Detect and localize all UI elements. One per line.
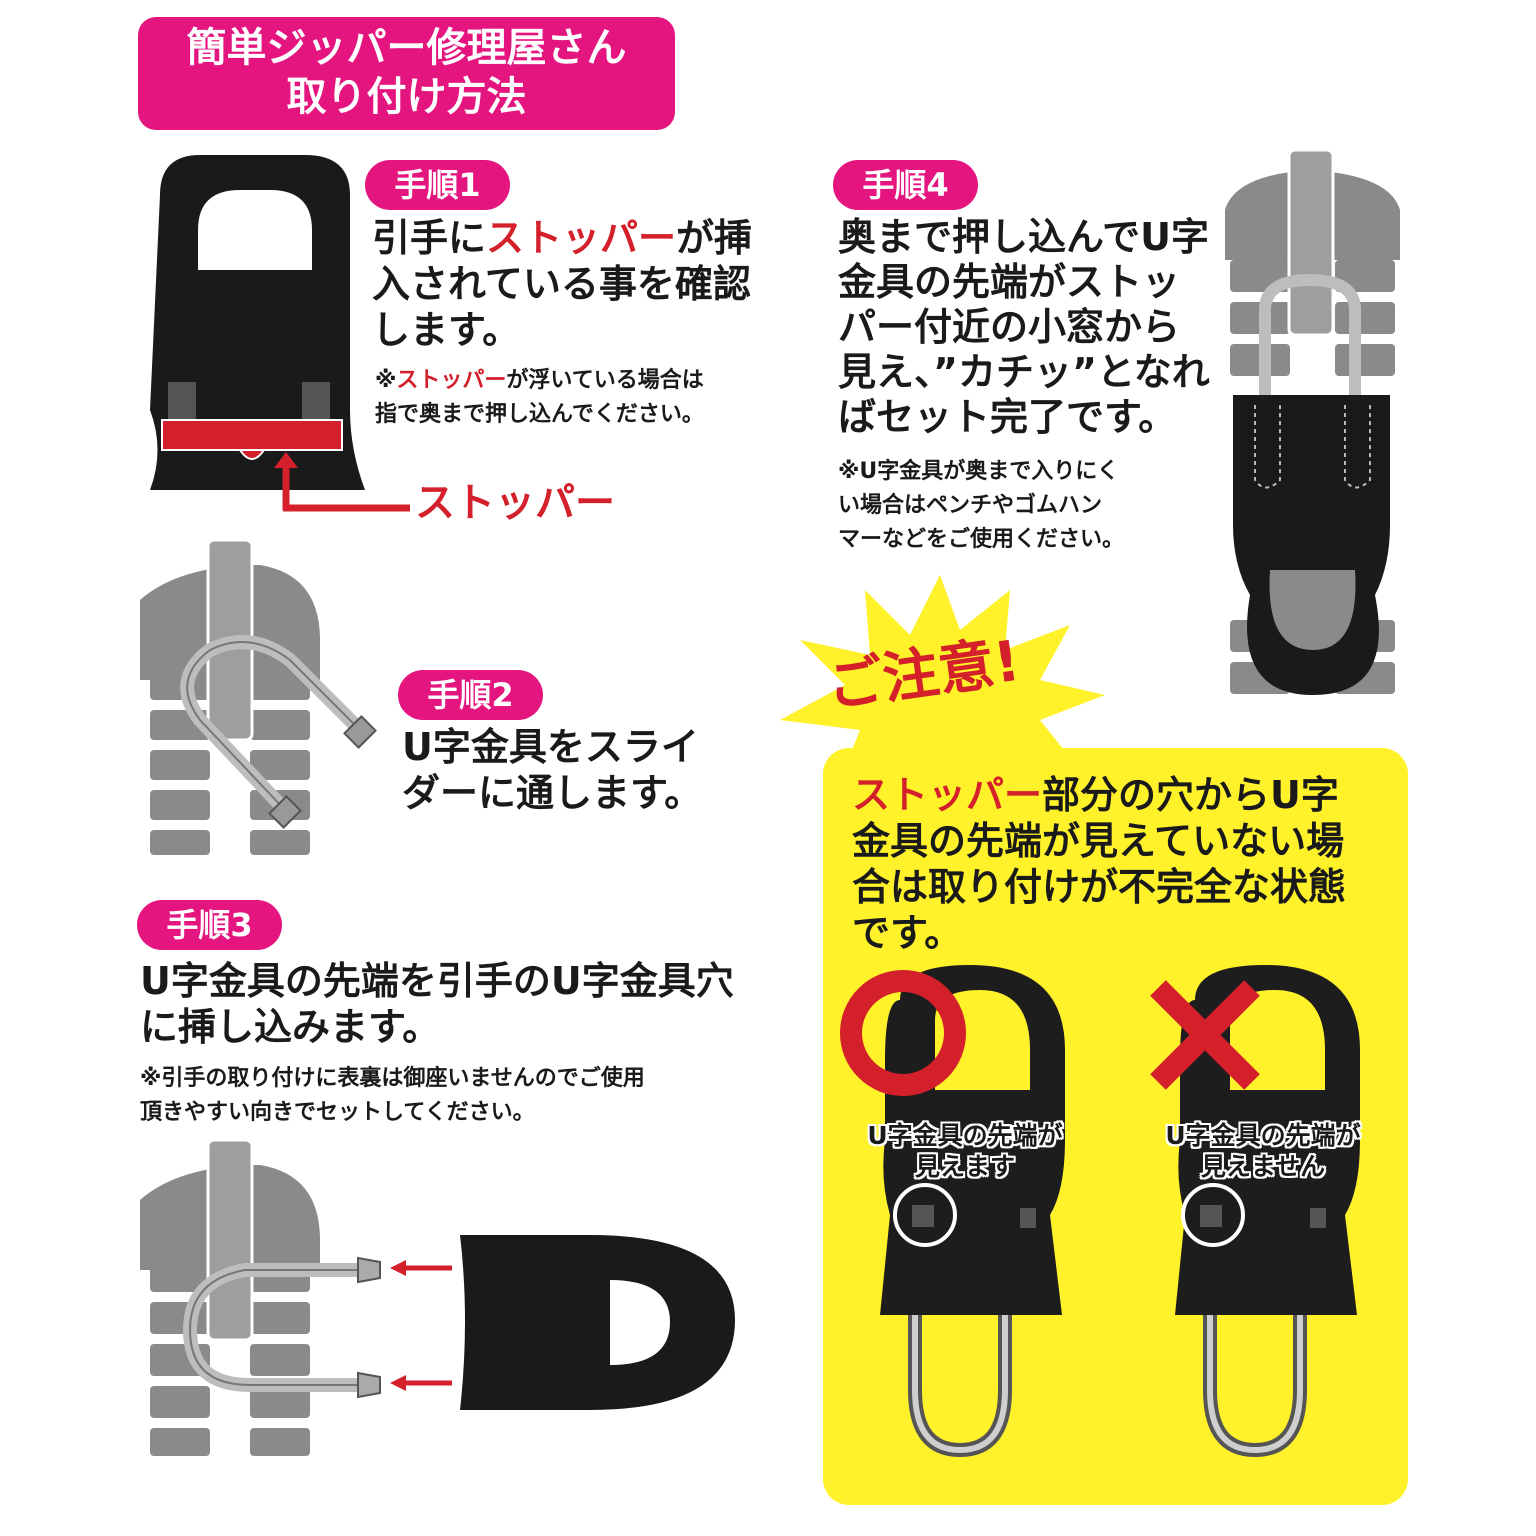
step1-note: ※ストッパーが浮いている場合は 指で奥まで押し込んでください。 [375,364,704,432]
step1-badge: 手順1 [365,160,510,210]
step3-line-1: U字金具の先端を引手のU字金具穴 [140,959,734,1003]
step3-badge: 手順3 [137,900,282,950]
stopper-label: ストッパー [415,480,615,526]
step2-text: U字金具をスライ ダーに通します。 [402,724,702,816]
step3-text: U字金具の先端を引手のU字金具穴 に挿し込みます。 [140,958,734,1050]
step1-note-line-2: 指で奥まで押し込んでください。 [375,402,704,427]
caution-text: ストッパー部分の穴からU字 金具の先端が見えていない場 合は取り付けが不完全な状… [852,772,1346,956]
step3-line-2: に挿し込みます。 [140,1005,441,1049]
step1-puller-illustration [150,155,410,512]
step4-line-3: パー付近の小窓から [838,305,1181,349]
step4-note-line-1: ※U字金具が奥まで入りにく [838,459,1119,484]
step4-line-1: 奥まで押し込んでU字 [838,215,1209,259]
step2-badge: 手順2 [398,670,543,720]
caution-line-3: 合は取り付けが不完全な状態 [852,865,1347,909]
ok-caption-line-2: 見えます [914,1152,1015,1181]
step1-note-red: ストッパー [396,368,507,393]
correct-circle-icon [840,970,966,1096]
step1-note-rest: が浮いている場合は [506,368,704,393]
step3-note: ※引手の取り付けに表裏は御座いませんのでご使用 頂きやすい向きでセットしてくださ… [140,1062,645,1130]
ok-caption-line-1: U字金具の先端が [867,1121,1063,1150]
step4-note-line-3: マーなどをご使用ください。 [838,527,1125,552]
step1-line-2: 入されている事を確認 [372,262,751,306]
title-banner [138,17,675,130]
step1-text-red: ストッパー [486,216,677,260]
step4-badge: 手順4 [833,160,978,210]
page-title: 簡単ジッパー修理屋さん 取り付け方法 [138,24,675,122]
step3-insert-illustration [140,1140,735,1456]
ng-caption-line-2: 見えません [1200,1152,1326,1181]
burst-icon [780,575,1105,795]
step1-text-b: が挿 [676,216,753,260]
step1-note-prefix: ※ [375,368,397,393]
step1-text-a: 引手に [372,216,487,260]
title-line-1: 簡単ジッパー修理屋さん [186,25,627,71]
caution-line-4: です。 [852,911,963,955]
step4-line-2: 金具の先端がストッ [838,260,1181,304]
ok-caption: U字金具の先端が 見えます [820,1120,1110,1182]
step1-text: 引手にストッパーが挿 入されている事を確認 します。 [372,215,752,353]
step4-assembled-illustration [1225,150,1400,695]
ng-caption-line-1: U字金具の先端が [1165,1121,1361,1150]
step3-note-line-1: ※引手の取り付けに表裏は御座いませんのでご使用 [140,1066,645,1091]
caution-line-2: 金具の先端が見えていない場 [852,819,1345,863]
step4-line-4: 見え、”カチッ”となれ [838,350,1210,394]
step4-note: ※U字金具が奥まで入りにく い場合はペンチやゴムハン マーなどをご使用ください。 [838,455,1124,557]
step2-line-2: ダーに通します。 [402,771,703,815]
caution-line-1-rest: 部分の穴からU字 [1042,773,1339,817]
step4-note-line-2: い場合はペンチやゴムハン [838,493,1103,518]
step1-line-3: します。 [372,308,521,352]
title-line-2: 取り付け方法 [286,74,527,120]
incorrect-cross-icon [1150,980,1260,1090]
caution-red: ストッパー [852,773,1043,817]
step2-line-1: U字金具をスライ [402,725,699,769]
step3-note-line-2: 頂きやすい向きでセットしてください。 [140,1100,535,1125]
step2-slider-illustration [140,540,377,855]
ng-caption: U字金具の先端が 見えません [1118,1120,1408,1182]
step4-text: 奥まで押し込んでU字 金具の先端がストッ パー付近の小窓から 見え、”カチッ”と… [838,215,1210,440]
step4-line-5: ばセット完了です。 [838,395,1177,439]
